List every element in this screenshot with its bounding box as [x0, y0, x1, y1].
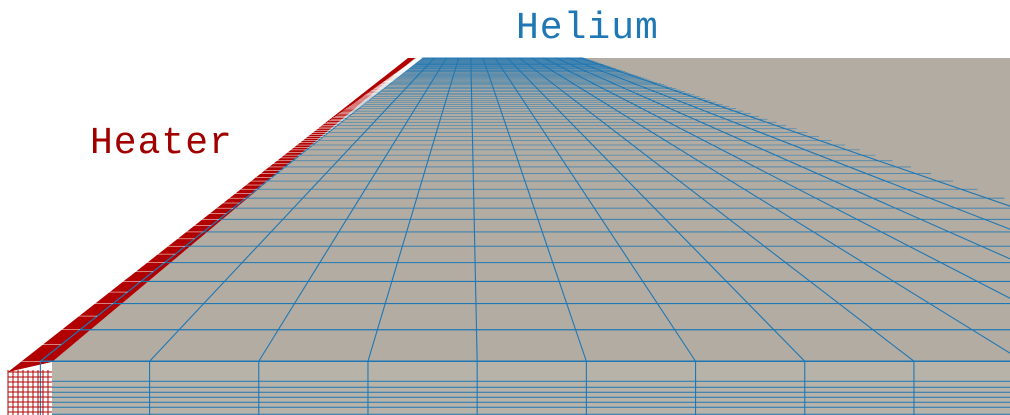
helium-mesh-line: [543, 57, 1010, 299]
helium-mesh-line: [367, 57, 460, 362]
helium-mesh-line: [530, 57, 1010, 354]
helium-mesh-line: [40, 57, 423, 362]
helium-mesh-line: [567, 57, 1010, 230]
helium-mesh-line: [518, 57, 915, 362]
helium-mesh-line: [579, 57, 1010, 207]
helium-mesh-line: [555, 57, 1010, 260]
helium-mesh-line: [258, 57, 448, 362]
helium-top-surface: [52, 58, 1010, 362]
helium-mesh-line: [149, 57, 435, 362]
helium-mesh-line: [494, 57, 697, 362]
helium-mesh-line: [470, 57, 478, 362]
helium-mesh-line: [506, 57, 806, 362]
heater-region-label: Heater: [90, 122, 233, 165]
helium-region-label: Helium: [516, 7, 659, 50]
helium-mesh-grid: [39, 57, 1010, 415]
heater-mesh-grid: [0, 57, 423, 415]
helium-mesh-line: [482, 57, 587, 362]
